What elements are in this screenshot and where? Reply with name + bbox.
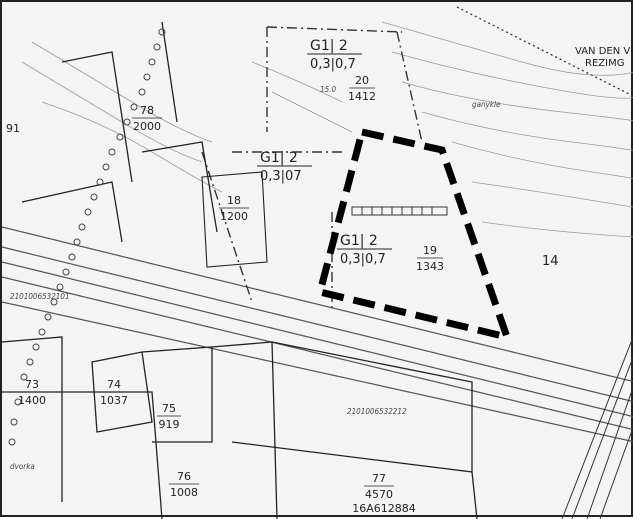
svg-text:4570: 4570 [365,488,393,501]
parcel-label-20: 20 1412 [348,74,376,103]
highlight-area [315,127,513,342]
svg-text:919: 919 [159,418,180,431]
svg-text:76: 76 [177,470,191,483]
parcel-label-78: 78 2000 [132,104,162,133]
svg-text:18: 18 [227,194,241,207]
parcel-box [201,171,268,268]
svg-text:G1| 2: G1| 2 [340,233,378,249]
scale-bar [351,206,448,216]
contour-lines [21,21,633,238]
tree-line [8,28,166,446]
zone-label-3: G1| 2 0,3|0,7 [337,233,392,267]
svg-text:16A612884: 16A612884 [352,502,416,515]
svg-text:0,3|0,7: 0,3|0,7 [310,57,356,72]
svg-text:G1| 2: G1| 2 [260,150,298,166]
svg-text:20: 20 [355,74,369,87]
parcel-label-76: 76 1008 [169,470,199,499]
svg-text:1037: 1037 [100,394,128,407]
upper-boundary [456,6,633,97]
road-lines [2,226,633,443]
parcel-label-73: 73 1400 [17,378,47,407]
svg-text:1343: 1343 [416,260,444,273]
svg-text:77: 77 [372,472,386,485]
parcel-outlines [2,21,478,519]
svg-text:G1| 2: G1| 2 [310,38,348,54]
plot-number: 15.0 [320,85,336,94]
road-ref-left: 2101006532101 [10,292,70,301]
road-ref-mid: 2101006532212 [347,407,407,416]
parcel-label-75: 75 919 [157,402,181,431]
svg-text:1200: 1200 [220,210,248,223]
svg-text:0,3|07: 0,3|07 [260,169,302,184]
svg-text:1008: 1008 [170,486,198,499]
zone-label-2: G1| 2 0,3|07 [257,150,312,184]
svg-text:78: 78 [140,104,154,117]
parcel-label-18: 18 1200 [219,194,249,223]
svg-text:73: 73 [25,378,39,391]
svg-text:0,3|0,7: 0,3|0,7 [340,252,386,267]
parcel-label-19: 19 1343 [416,244,444,273]
place-note-1: dvorka [10,462,35,471]
zone-label-1: G1| 2 0,3|0,7 [307,38,362,72]
svg-text:19: 19 [423,244,437,257]
parcel-label-14: 14 [542,254,559,269]
railway [561,335,633,519]
svg-text:1412: 1412 [348,90,376,103]
parcel-label-partial: 91 [6,122,20,135]
svg-text:75: 75 [162,402,176,415]
place-note-2: ganykle [472,100,501,109]
parcel-label-74: 74 1037 [100,378,128,407]
street-label-1: VAN DEN VI [575,46,633,57]
svg-text:74: 74 [107,378,121,391]
svg-text:1400: 1400 [18,394,46,407]
svg-text:2000: 2000 [133,120,161,133]
street-label-2: REZIMG [585,58,624,69]
parcel-label-77: 77 4570 16A612884 [352,472,416,515]
